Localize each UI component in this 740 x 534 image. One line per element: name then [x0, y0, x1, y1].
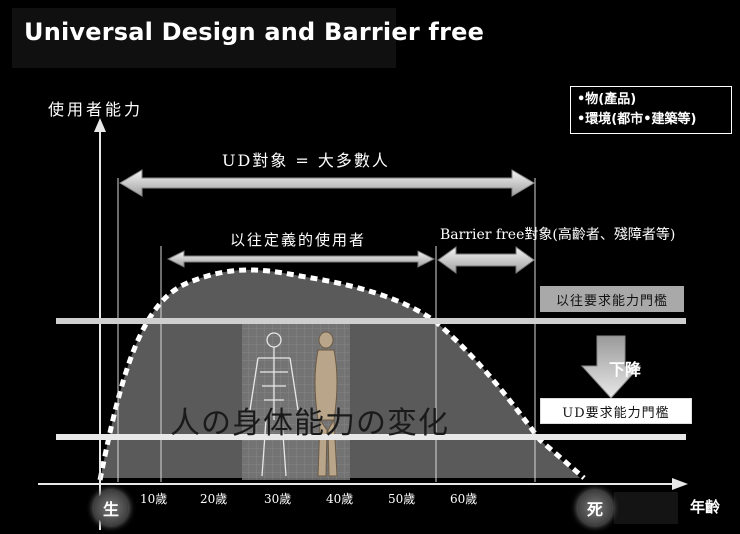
- death-label-backdrop: [614, 492, 678, 524]
- past-threshold-line: [56, 318, 686, 324]
- age-label-60: 60歲: [450, 492, 478, 506]
- age-label-10: 10歲: [140, 492, 168, 506]
- age-label-50: 50歲: [388, 492, 416, 506]
- decline-label: 下降: [609, 360, 642, 379]
- x-axis-arrowhead: [672, 478, 688, 490]
- y-axis-arrowhead: [94, 118, 106, 132]
- ud-target-label: UD對象 = 大多數人: [222, 151, 390, 170]
- skeleton-figure-icon: [249, 332, 299, 477]
- legend-item-products: •物(產品): [577, 92, 637, 107]
- decline-arrow: [580, 335, 642, 399]
- legend-item-environment: •環境(都市•建築等): [577, 112, 697, 127]
- age-label-20: 20歲: [200, 492, 228, 506]
- diagram-title: Universal Design and Barrier free: [24, 18, 485, 46]
- birth-marker: 生: [94, 491, 128, 525]
- x-axis-label: 年齡: [690, 498, 721, 516]
- ability-curve-dashed: [97, 267, 586, 481]
- legend-box: •物(產品) •環境(都市•建築等): [570, 86, 732, 134]
- barrier-free-arrow: [437, 246, 535, 274]
- ud-threshold-label: UD要求能力門檻: [540, 398, 692, 424]
- past-users-arrow: [166, 250, 436, 268]
- barrier-free-label: Barrier free對象(高齡者、殘障者等): [440, 227, 676, 243]
- past-users-label: 以往定義的使用者: [230, 231, 367, 249]
- death-marker: 死: [578, 491, 612, 525]
- body-ability-caption: 人の身体能力の変化: [170, 406, 449, 441]
- y-axis-label: 使用者能力: [48, 100, 144, 119]
- ud-threshold-line: [56, 434, 686, 440]
- age-label-30: 30歲: [264, 492, 292, 506]
- past-threshold-label: 以往要求能力門檻: [540, 286, 684, 312]
- title-bar: [12, 8, 396, 68]
- age-label-40: 40歲: [326, 492, 354, 506]
- ud-target-arrow: [119, 169, 535, 197]
